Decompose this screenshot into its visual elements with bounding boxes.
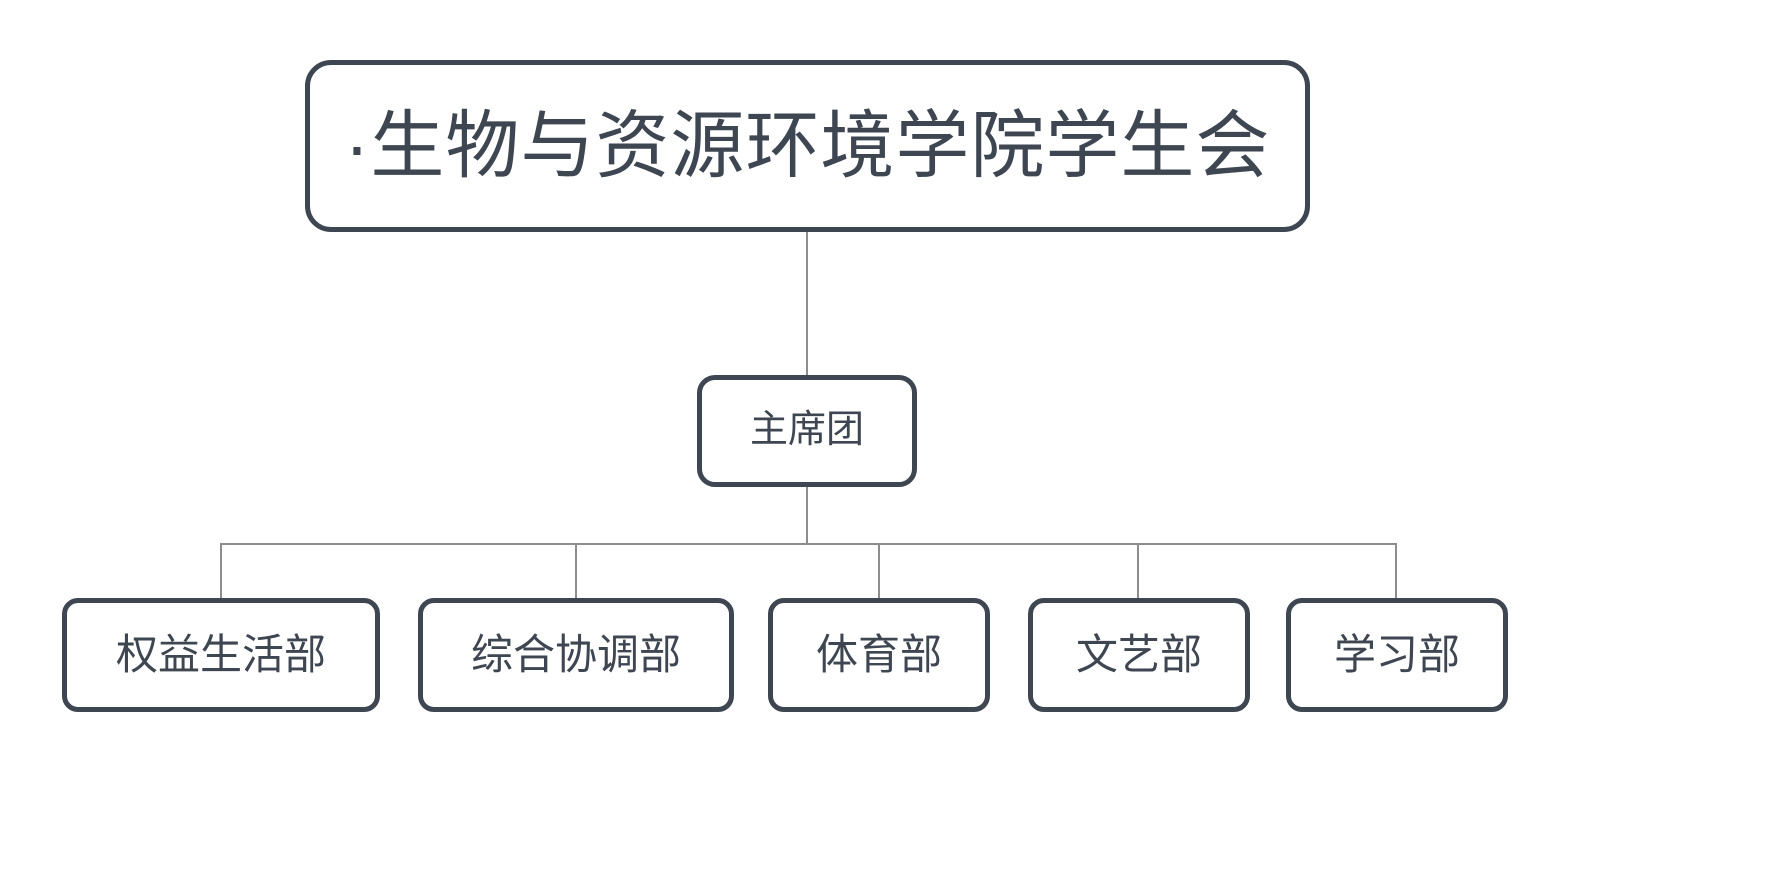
node-department-rights-and-life[interactable]: 权益生活部 (62, 598, 380, 712)
node-department-arts[interactable]: 文艺部 (1028, 598, 1250, 712)
node-presidium-label: 主席团 (749, 409, 864, 452)
node-root-label: ·生物与资源环境学院学生会 (344, 104, 1271, 188)
connector-drop-department-2 (575, 543, 577, 599)
node-department-label: 文艺部 (1075, 630, 1202, 678)
connector-horizontal-bus (220, 543, 1397, 545)
node-department-general-coordination[interactable]: 综合协调部 (418, 598, 734, 712)
node-presidium[interactable]: 主席团 (697, 375, 917, 487)
connector-drop-department-5 (1395, 543, 1397, 599)
node-department-label: 综合协调部 (470, 630, 681, 678)
connector-drop-department-3 (878, 543, 880, 599)
connector-drop-department-4 (1137, 543, 1139, 599)
node-department-sports[interactable]: 体育部 (768, 598, 990, 712)
node-department-label: 学习部 (1333, 630, 1460, 678)
connector-root-to-presidium (806, 232, 808, 377)
node-root-student-union[interactable]: ·生物与资源环境学院学生会 (305, 60, 1310, 232)
node-department-label: 体育部 (815, 630, 942, 678)
connector-presidium-stem (806, 487, 808, 544)
connector-drop-department-1 (220, 543, 222, 599)
node-department-label: 权益生活部 (115, 630, 326, 678)
node-department-study[interactable]: 学习部 (1286, 598, 1508, 712)
